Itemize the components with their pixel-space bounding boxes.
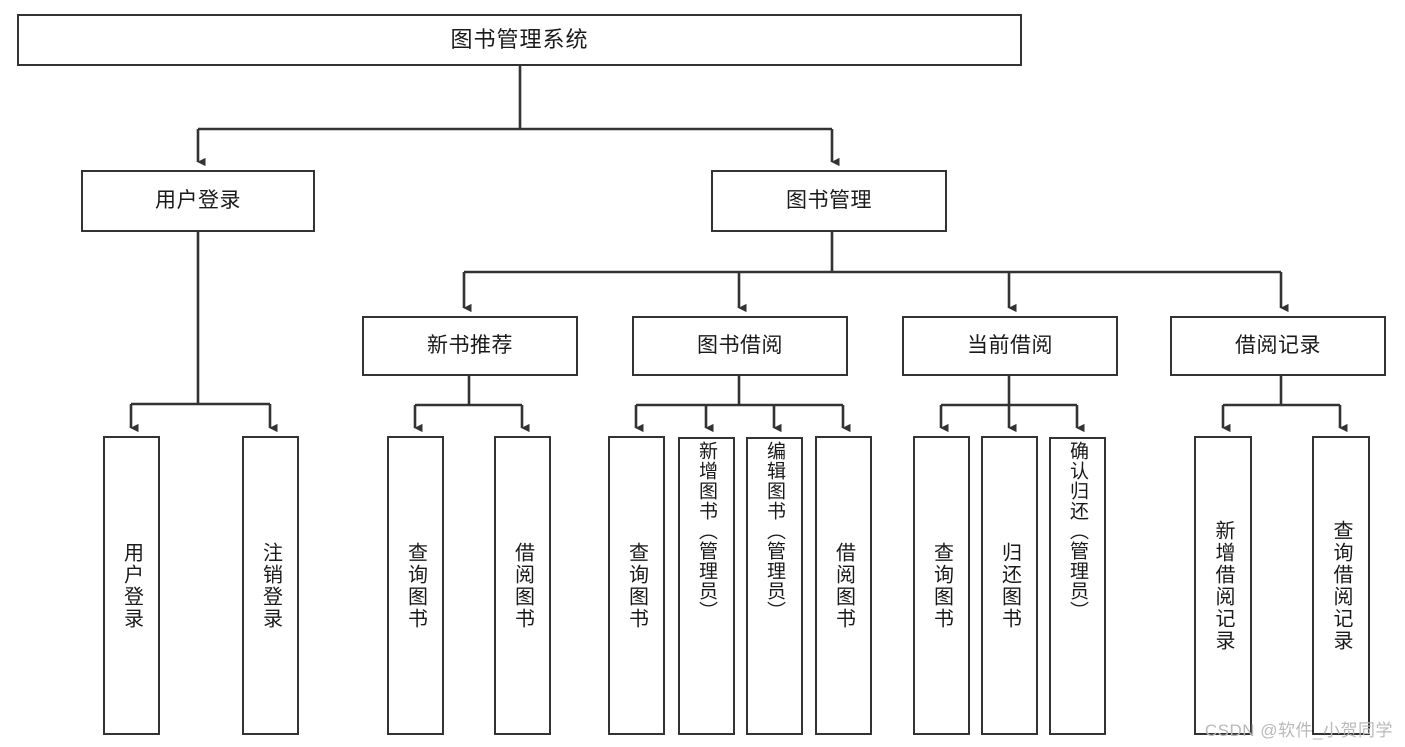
- node-leaf-query-borrow-record[interactable]: 查询借阅记录: [1312, 436, 1370, 735]
- node-label: 图书借阅: [697, 333, 783, 357]
- node-leaf-query-book-borrow[interactable]: 查询图书: [608, 436, 665, 735]
- node-leaf-add-borrow-record[interactable]: 新增借阅记录: [1194, 436, 1252, 735]
- node-leaf-user-login[interactable]: 用户登录: [103, 436, 160, 735]
- node-label: 注销登录: [259, 541, 282, 630]
- node-label: 编辑图书（管理员）: [764, 441, 785, 621]
- node-root-book-management-system[interactable]: 图书管理系统: [17, 14, 1022, 66]
- node-label: 新增图书（管理员）: [696, 441, 717, 621]
- node-label: 确认归还（管理员）: [1067, 441, 1088, 621]
- node-leaf-add-book[interactable]: 新增图书（管理员）: [678, 437, 735, 735]
- node-leaf-confirm-return[interactable]: 确认归还（管理员）: [1049, 437, 1106, 735]
- node-label: 借阅图书: [832, 541, 855, 630]
- node-leaf-query-book-current[interactable]: 查询图书: [913, 436, 970, 735]
- node-new-book-recommend[interactable]: 新书推荐: [362, 316, 578, 376]
- node-leaf-logout-login[interactable]: 注销登录: [242, 436, 299, 735]
- node-current-borrow[interactable]: 当前借阅: [902, 316, 1118, 376]
- node-user-login[interactable]: 用户登录: [81, 170, 315, 232]
- node-label: 查询借阅记录: [1330, 519, 1352, 652]
- node-label: 用户登录: [120, 541, 143, 630]
- node-label: 图书管理: [786, 188, 872, 212]
- node-label: 查询图书: [404, 541, 427, 630]
- node-label: 借阅记录: [1235, 333, 1321, 357]
- watermark-text: CSDN @软件_小贺同学: [1204, 721, 1393, 740]
- node-leaf-edit-book[interactable]: 编辑图书（管理员）: [746, 437, 803, 735]
- node-label: 图书管理系统: [450, 27, 589, 53]
- node-label: 归还图书: [998, 541, 1021, 630]
- node-label: 用户登录: [155, 188, 241, 212]
- node-label: 新书推荐: [427, 333, 513, 357]
- node-label: 查询图书: [930, 541, 953, 630]
- node-leaf-query-book-recommend[interactable]: 查询图书: [387, 436, 444, 735]
- node-label: 新增借阅记录: [1212, 519, 1234, 652]
- node-leaf-borrow-book-borrow[interactable]: 借阅图书: [815, 436, 872, 735]
- node-label: 借阅图书: [511, 541, 534, 630]
- node-borrow-record[interactable]: 借阅记录: [1170, 316, 1386, 376]
- node-label: 查询图书: [625, 541, 648, 630]
- node-book-borrow[interactable]: 图书借阅: [632, 316, 848, 376]
- node-leaf-borrow-book-recommend[interactable]: 借阅图书: [494, 436, 551, 735]
- node-label: 当前借阅: [967, 333, 1053, 357]
- node-leaf-return-book[interactable]: 归还图书: [981, 436, 1038, 735]
- node-book-management[interactable]: 图书管理: [711, 170, 947, 232]
